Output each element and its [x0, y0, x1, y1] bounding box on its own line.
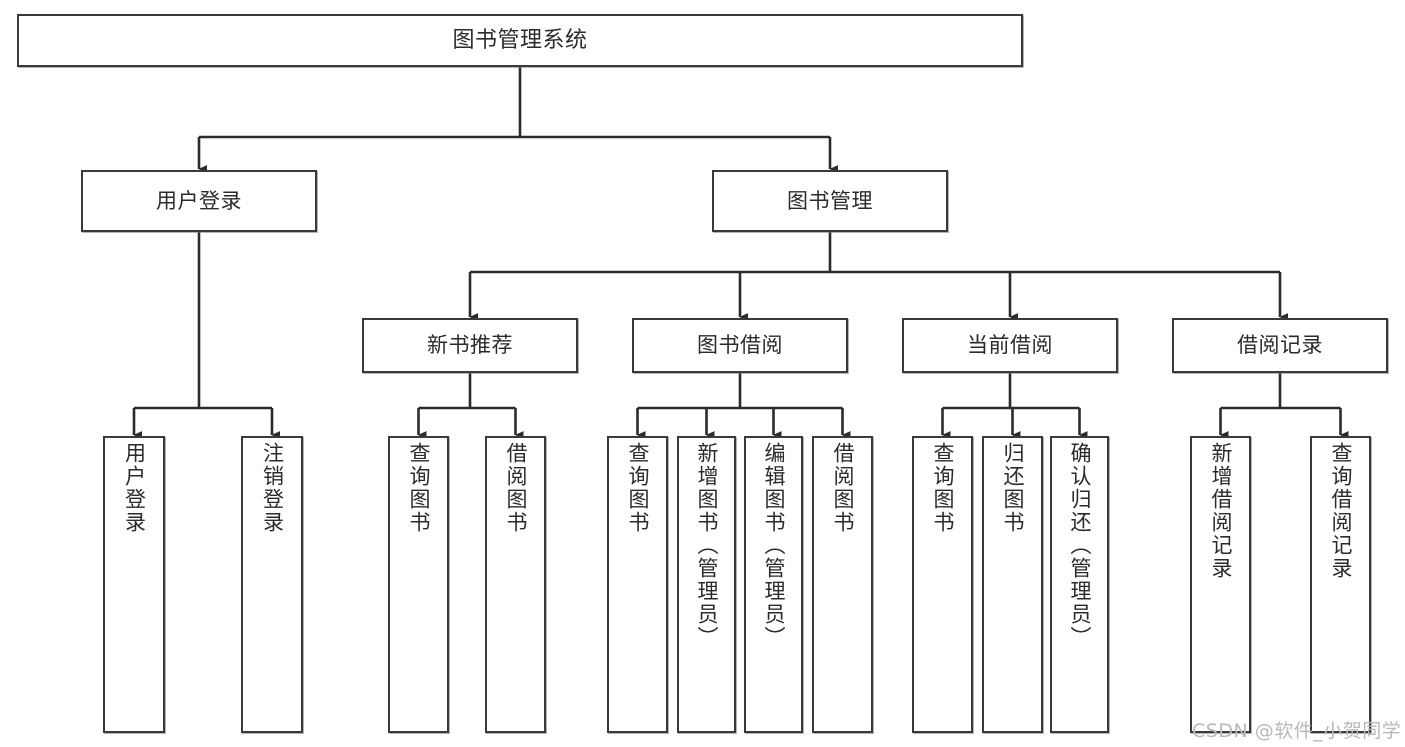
node-label-leaf-edit-book: 编辑图书（管理员）	[762, 442, 786, 649]
node-leaf-add-record: 新增借阅记录	[1190, 436, 1251, 733]
node-label-leaf-borrow-book-1: 借阅图书	[504, 442, 528, 534]
node-label-leaf-logout: 注销登录	[260, 442, 285, 534]
node-label-leaf-confirm-return: 确认归还（管理员）	[1068, 442, 1092, 649]
node-leaf-query-record: 查询借阅记录	[1310, 436, 1371, 733]
node-label-root: 图书管理系统	[452, 27, 588, 53]
node-label-user-login: 用户登录	[156, 188, 242, 213]
node-leaf-logout: 注销登录	[241, 436, 303, 733]
node-label-leaf-return-book: 归还图书	[1001, 442, 1025, 534]
node-label-book-manage: 图书管理	[787, 188, 873, 213]
node-user-login: 用户登录	[81, 170, 317, 232]
node-leaf-confirm-return: 确认归还（管理员）	[1050, 436, 1109, 733]
node-label-current-borrow: 当前借阅	[967, 333, 1053, 358]
node-new-book-rec: 新书推荐	[362, 318, 578, 373]
node-leaf-query-book-1: 查询图书	[388, 436, 449, 733]
node-borrow-record: 借阅记录	[1172, 318, 1388, 373]
node-label-borrow-record: 借阅记录	[1237, 333, 1323, 358]
node-leaf-user-login: 用户登录	[103, 436, 165, 733]
node-leaf-add-book: 新增图书（管理员）	[677, 436, 736, 733]
node-label-new-book-rec: 新书推荐	[427, 333, 513, 358]
node-current-borrow: 当前借阅	[902, 318, 1118, 373]
node-leaf-query-book-2: 查询图书	[607, 436, 668, 733]
node-label-leaf-query-book-2: 查询图书	[626, 442, 650, 534]
node-label-leaf-borrow-book-2: 借阅图书	[831, 442, 855, 534]
node-label-leaf-user-login: 用户登录	[122, 442, 147, 534]
node-label-leaf-add-book: 新增图书（管理员）	[695, 442, 719, 649]
node-label-leaf-add-record: 新增借阅记录	[1209, 442, 1233, 580]
node-book-borrow: 图书借阅	[632, 318, 848, 373]
node-leaf-borrow-book-2: 借阅图书	[812, 436, 873, 733]
node-leaf-borrow-book-1: 借阅图书	[485, 436, 546, 733]
csdn-watermark: CSDN @软件_小贺同学	[1192, 720, 1402, 742]
node-label-leaf-query-book-3: 查询图书	[931, 442, 955, 534]
node-leaf-return-book: 归还图书	[982, 436, 1043, 733]
node-book-manage: 图书管理	[712, 170, 948, 232]
node-root: 图书管理系统	[17, 14, 1023, 67]
node-label-leaf-query-book-1: 查询图书	[407, 442, 431, 534]
node-label-book-borrow: 图书借阅	[697, 333, 783, 358]
node-leaf-query-book-3: 查询图书	[912, 436, 973, 733]
node-leaf-edit-book: 编辑图书（管理员）	[744, 436, 803, 733]
node-label-leaf-query-record: 查询借阅记录	[1329, 442, 1353, 580]
